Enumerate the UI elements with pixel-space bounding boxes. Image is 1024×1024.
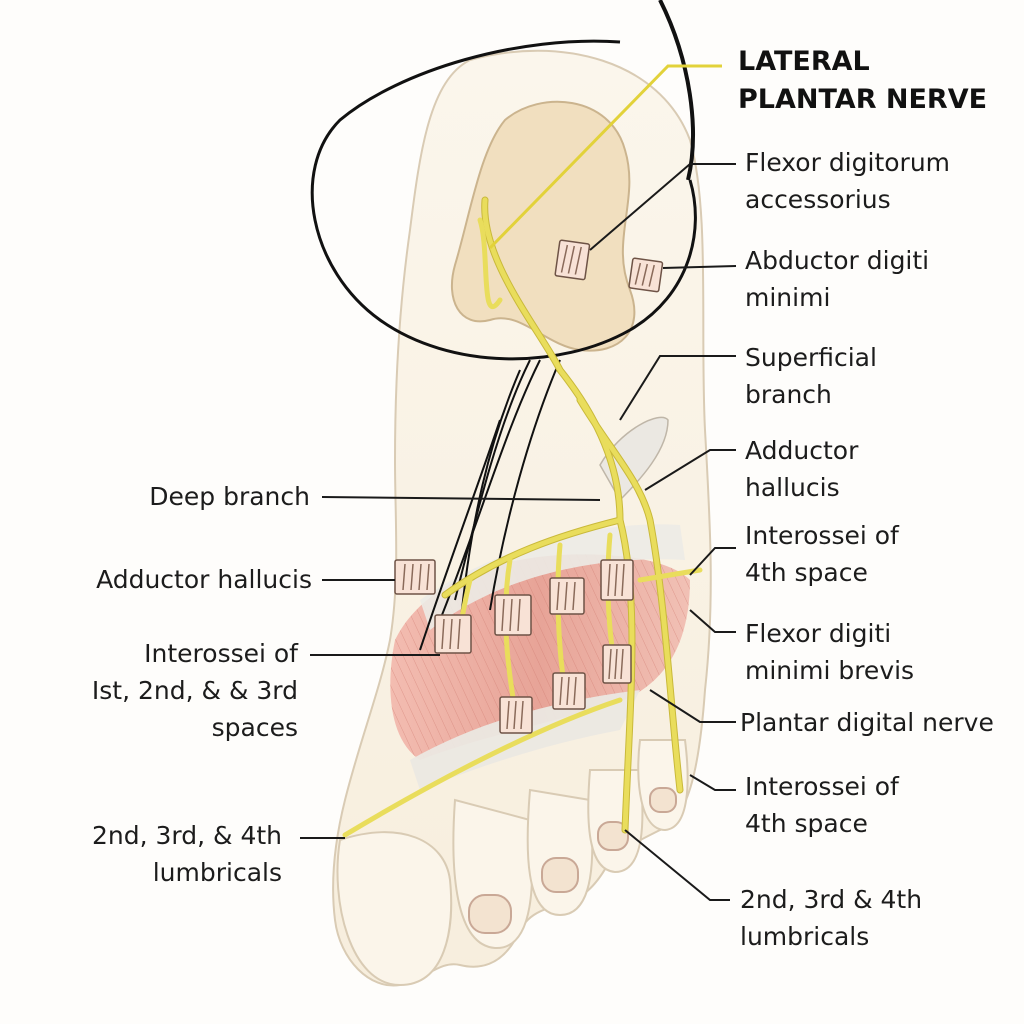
label-superficial-branch: Superficial branch — [745, 343, 877, 409]
ankle-curve — [658, 0, 695, 181]
toes — [336, 739, 689, 987]
heel-loop-outline — [310, 39, 697, 361]
label-lateral-plantar-nerve: LATERAL PLANTAR NERVE — [738, 46, 988, 115]
label-deep-branch: Deep branch — [149, 482, 310, 511]
deep-branch-nerve — [419, 359, 561, 651]
label-lumbricals-right: 2nd, 3rd & 4th lumbricals — [740, 885, 923, 951]
label-interossei-4th-lower: Interossei of 4th space — [745, 772, 899, 838]
label-lumbricals-left: 2nd, 3rd, & 4th lumbricals — [91, 821, 282, 887]
label-adductor-hallucis-right: Adductor hallucis — [745, 436, 859, 502]
toenails — [468, 787, 677, 934]
label-adductor-hallucis-left: Adductor hallucis — [96, 565, 312, 594]
calcaneus-bone — [450, 100, 636, 352]
label-plantar-digital-nerve: Plantar digital nerve — [740, 708, 994, 737]
label-abductor-digiti-minimi: Abductor digiti minimi — [745, 246, 930, 312]
label-interossei-4th-upper: Interossei of 4th space — [745, 521, 899, 587]
label-interossei-1st-3rd: Interossei of Ist, 2nd, & & 3rd spaces — [91, 639, 298, 742]
label-flexor-digiti-minimi-brevis: Flexor digiti minimi brevis — [745, 619, 915, 685]
leader-lines — [300, 64, 737, 901]
label-flexor-digitorum-accessorius: Flexor digitorum accessorius — [745, 148, 951, 214]
nerve-cut-markers — [394, 239, 664, 734]
